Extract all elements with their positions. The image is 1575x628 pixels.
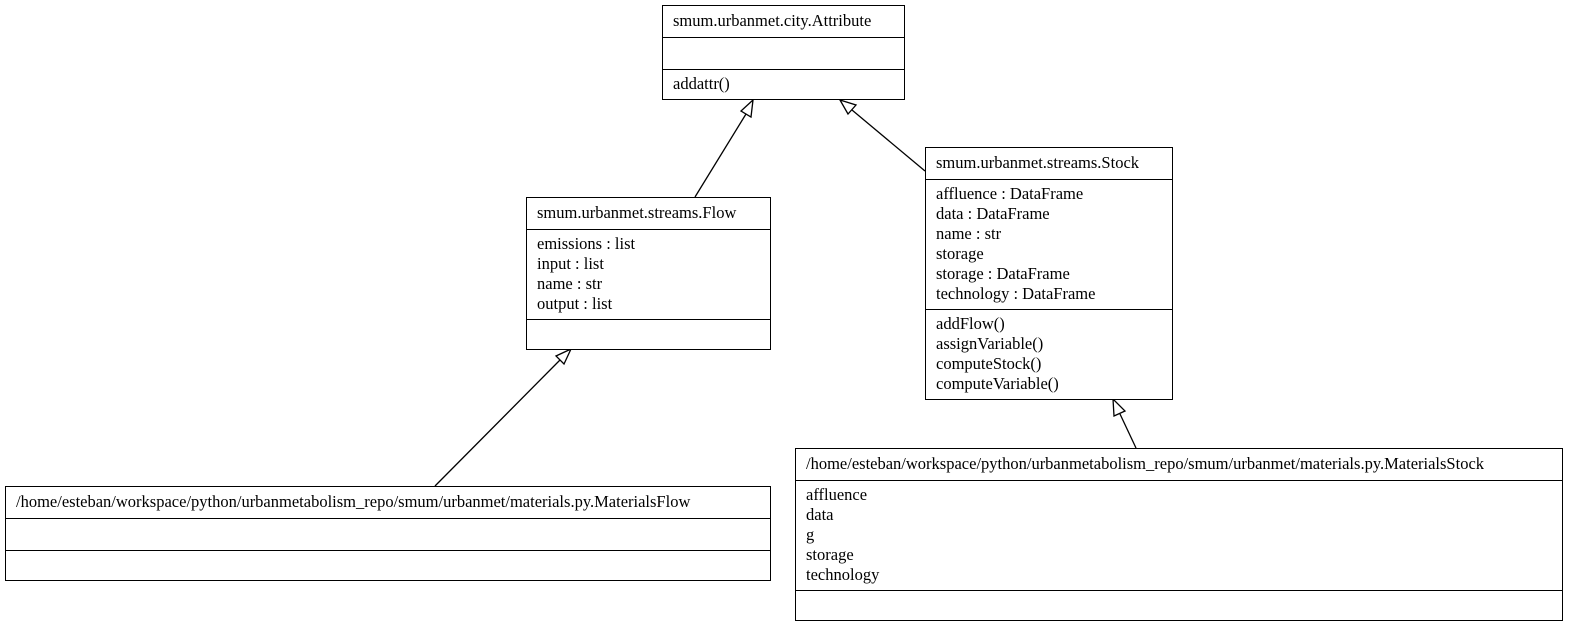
method-item: computeVariable() [936,374,1059,393]
class-stock-attributes: affluence : DataFrame data : DataFrame n… [926,180,1172,310]
class-attribute-methods: addattr() [663,70,904,99]
attribute-item: name : str [537,274,603,293]
class-stock-title: smum.urbanmet.streams.Stock [926,148,1172,180]
class-materials-stock-title: /home/esteban/workspace/python/urbanmeta… [796,449,1562,481]
arrowhead-materialsstock-to-stock [1112,397,1127,417]
class-attribute-title: smum.urbanmet.city.Attribute [663,6,904,38]
class-attribute-attributes [663,38,904,70]
class-flow-attributes: emissions : list input : list name : str… [527,230,770,320]
method-item: assignVariable() [936,334,1044,353]
attribute-item: affluence [806,485,868,504]
attribute-item: emissions : list [537,234,636,253]
method-item: computeStock() [936,354,1042,373]
class-materials-flow-title: /home/esteban/workspace/python/urbanmeta… [6,487,770,519]
attribute-item: technology : DataFrame [936,284,1096,303]
attribute-item: g [806,525,815,544]
arrowhead-flow-to-attribute [739,98,754,119]
attribute-item: technology [806,565,880,584]
arrowhead-materialsflow-to-flow [554,347,573,366]
attribute-item: storage : DataFrame [936,264,1070,283]
class-materials-flow-methods [6,551,770,560]
edge-materialsstock-to-stock [1119,413,1137,449]
class-flow-title: smum.urbanmet.streams.Flow [527,198,770,230]
method-item: addFlow() [936,314,1005,333]
method-item: addattr() [673,74,730,93]
attribute-item: data : DataFrame [936,204,1050,223]
class-stock-methods: addFlow() assignVariable() computeStock(… [926,310,1172,399]
arrowhead-stock-to-attribute [838,98,858,116]
attribute-item: storage [806,545,854,564]
class-flow[interactable]: smum.urbanmet.streams.Flow emissions : l… [526,197,771,350]
attribute-item: data [806,505,834,524]
class-stock[interactable]: smum.urbanmet.streams.Stock affluence : … [925,147,1173,400]
class-materials-stock-attributes: affluence data g storage technology [796,481,1562,591]
class-materials-flow-attributes [6,519,770,551]
class-attribute[interactable]: smum.urbanmet.city.Attribute addattr() [662,5,905,100]
attribute-item: storage [936,244,984,263]
class-materials-stock-methods [796,591,1562,600]
attribute-item: name : str [936,224,1002,243]
attribute-item: affluence : DataFrame [936,184,1084,203]
attribute-item: output : list [537,294,613,313]
attribute-item: input : list [537,254,604,273]
class-flow-methods [527,320,770,329]
edge-stock-to-attribute [851,109,926,172]
class-materials-flow[interactable]: /home/esteban/workspace/python/urbanmeta… [5,486,771,581]
edge-materialsflow-to-flow [434,359,561,487]
edge-flow-to-attribute [694,113,747,198]
class-materials-stock[interactable]: /home/esteban/workspace/python/urbanmeta… [795,448,1563,621]
